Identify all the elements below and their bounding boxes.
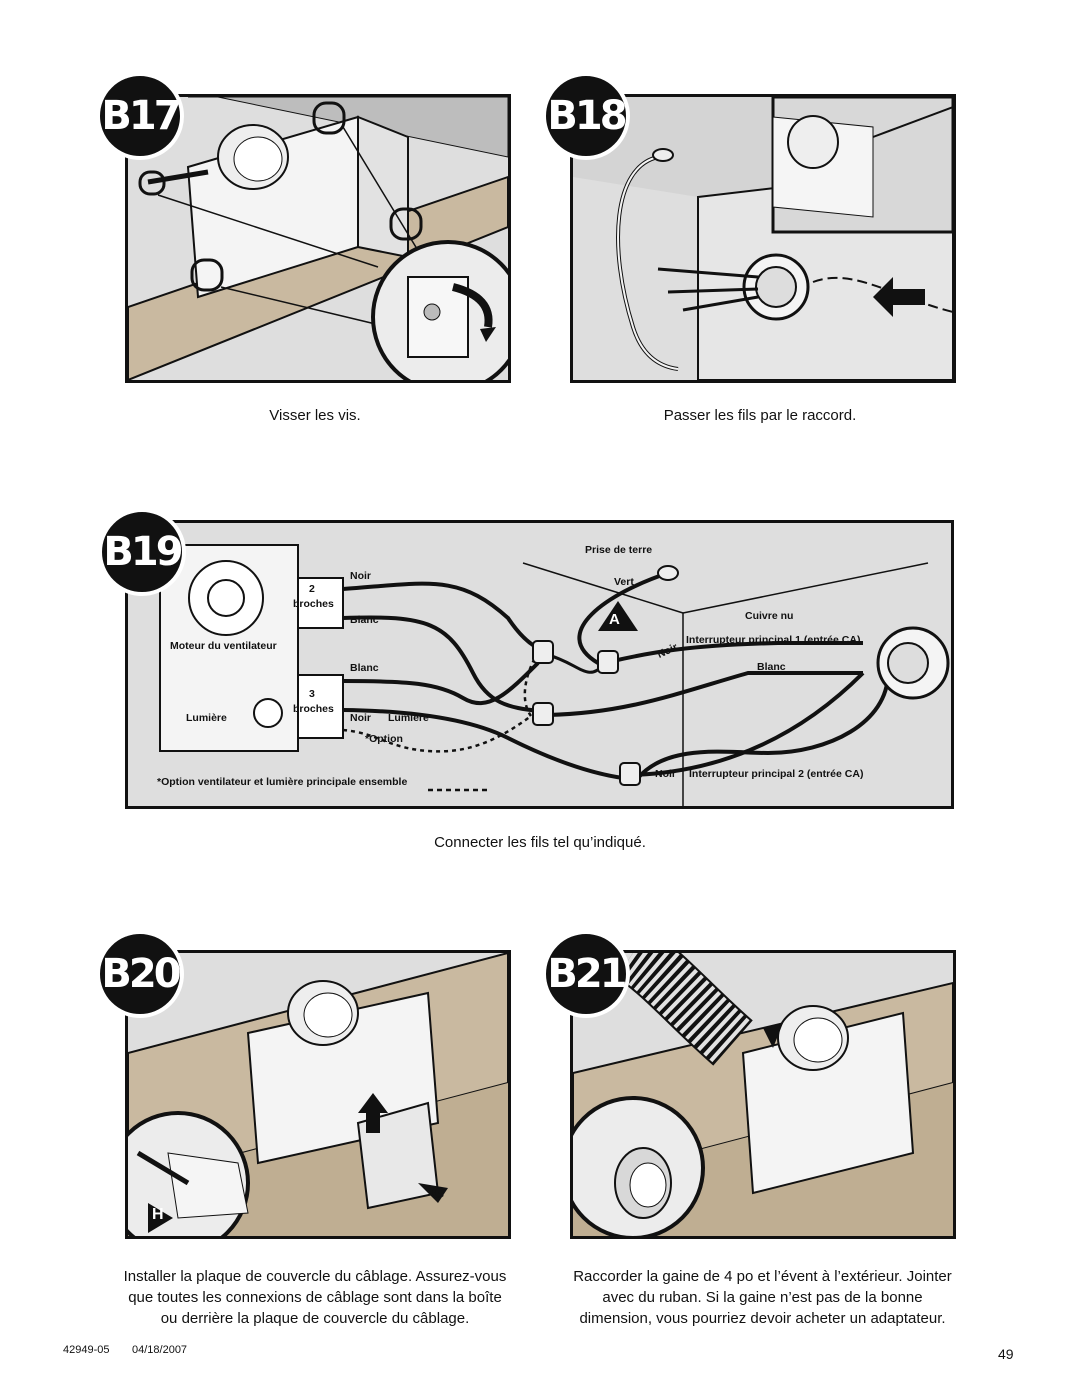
- step-b19-badge: B19: [98, 508, 186, 596]
- step-b18-caption: Passer les fils par le raccord.: [663, 407, 857, 424]
- footer-doc-code: 42949-05: [63, 1344, 110, 1356]
- switch-2-label: Interrupteur principal 2 (entrée CA): [689, 768, 864, 780]
- callout-h: H: [152, 1206, 164, 1223]
- three-pin-number: 3: [309, 688, 315, 700]
- wire-vert: Vert: [614, 576, 634, 588]
- light-label: Lumière: [186, 712, 227, 724]
- callout-a: A: [609, 611, 620, 628]
- footer-date: 04/18/2007: [132, 1344, 188, 1356]
- step-b17-panel: [125, 94, 511, 383]
- page-number: 49: [998, 1346, 1014, 1362]
- wire-noir-light: Noir: [350, 712, 371, 724]
- switch-1-label: Interrupteur principal 1 (entrée CA): [686, 634, 861, 646]
- callout-g: G: [432, 1185, 445, 1202]
- wire-blanc-right: Blanc: [757, 661, 786, 673]
- step-b21-badge: B21: [542, 930, 630, 1018]
- step-b19-wiring-panel: [125, 520, 954, 809]
- step-b17-caption: Visser les vis.: [269, 407, 361, 424]
- step-b20-panel: [125, 950, 511, 1239]
- step-b21-caption: Raccorder la gaine de 4 po et l’évent à …: [573, 1268, 952, 1327]
- ground-label: Prise de terre: [585, 544, 653, 556]
- motor-label: Moteur du ventilateur: [170, 640, 277, 652]
- wire-noir-top: Noir: [350, 570, 371, 582]
- b21-illustration: [573, 953, 953, 1236]
- b17-illustration: [128, 97, 508, 380]
- wire-cuivre: Cuivre nu: [745, 610, 794, 622]
- wire-blanc-2: Blanc: [350, 662, 379, 674]
- two-pin-word: broches: [293, 598, 334, 610]
- b20-illustration: [128, 953, 508, 1236]
- three-pin-word: broches: [293, 703, 334, 715]
- step-b18-panel: [570, 94, 956, 383]
- option-note: *Option ventilateur et lumière principal…: [157, 776, 408, 788]
- wire-blanc-1: Blanc: [350, 614, 379, 626]
- b19-wiring-diagram: [159, 544, 950, 806]
- step-b21-panel: [570, 950, 956, 1239]
- step-b19-caption: Connecter les fils tel qu’indiqué.: [434, 834, 646, 851]
- step-b20-caption: Installer la plaque de couvercle du câbl…: [123, 1268, 507, 1327]
- step-b17-badge: B17: [96, 72, 184, 160]
- wire-noir-bottom: Noir: [655, 768, 676, 780]
- two-pin-number: 2: [309, 583, 315, 595]
- step-b18-badge: B18: [542, 72, 630, 160]
- wire-option: *Option: [365, 733, 403, 745]
- b18-illustration: [573, 97, 953, 380]
- wire-lumiere: Lumière: [388, 712, 429, 724]
- step-b20-badge: B20: [96, 930, 184, 1018]
